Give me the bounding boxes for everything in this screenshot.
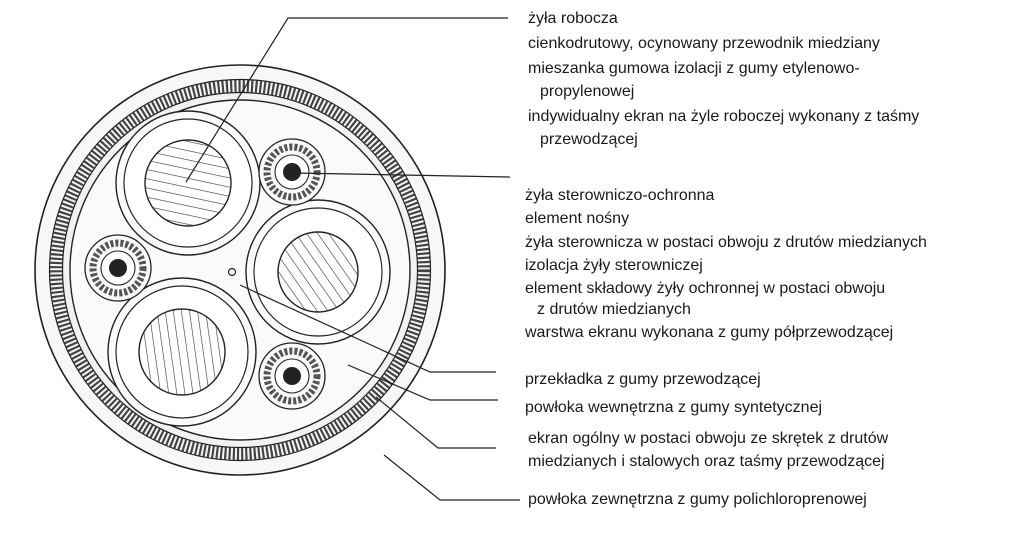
label-inner-sheath: powłoka wewnętrzna z gumy syntetycznej	[525, 399, 823, 416]
central-support-element	[227, 267, 237, 277]
label-insulation-line-1: mieszanka gumowa izolacji z gumy etyleno…	[528, 60, 860, 77]
label-overall-screen-line-1: ekran ogólny w postaci obwoju ze skrętek…	[528, 430, 889, 447]
label-control-insulation: izolacja żyły sterowniczej	[525, 257, 703, 274]
overall-screen-ring	[50, 80, 430, 460]
label-outer-sheath: powłoka zewnętrzna z gumy polichloropren…	[528, 491, 867, 508]
label-conductor: cienkodrutowy, ocynowany przewodnik mied…	[528, 35, 880, 52]
label-individual-screen-line-1: indywidualny ekran na żyle roboczej wyko…	[528, 108, 920, 125]
leader-lines	[185, 17, 520, 501]
power-core-right	[245, 199, 391, 345]
leader-line-power-core	[185, 17, 508, 183]
leader-line-control-core	[293, 172, 511, 178]
label-conductive-filler: przekładka z gumy przewodzącej	[525, 371, 761, 388]
label-insulation-line-2: propylenowej	[540, 83, 635, 100]
conductor-bottom	[138, 308, 226, 396]
label-overall-screen-line-2: miedzianych i stalowych oraz taśmy przew…	[528, 453, 885, 470]
label-support-element: element nośny	[525, 210, 630, 227]
control-core-left	[84, 234, 152, 302]
conductor-right	[277, 231, 359, 313]
label-semiconductive-screen: warstwa ekranu wykonana z gumy półprzewo…	[525, 324, 894, 341]
overall-screen-outer-edge	[48, 78, 432, 462]
leader-line-outer-sheath	[383, 454, 520, 501]
label-protective-element-line-2: z drutów miedzianych	[537, 301, 691, 318]
label-control-conductor: żyła sterownicza w postaci obwoju z drut…	[525, 234, 927, 251]
label-control-protective-core: żyła sterowniczo-ochronna	[525, 187, 715, 204]
leader-line-overall-screen	[375, 396, 496, 449]
leader-line-inner-sheath	[347, 364, 498, 401]
label-individual-screen-line-2: przewodzącej	[540, 131, 638, 148]
power-core-bottom	[107, 277, 257, 427]
leader-line-inner-layers	[239, 284, 496, 373]
power-core-top	[115, 110, 261, 256]
control-core-bottom-right	[258, 342, 326, 410]
control-core-top-right	[258, 138, 326, 206]
label-power-core: żyła robocza	[528, 10, 618, 27]
label-protective-element-line-1: element składowy żyły ochronnej w postac…	[525, 280, 886, 297]
conductor-top	[144, 139, 232, 227]
